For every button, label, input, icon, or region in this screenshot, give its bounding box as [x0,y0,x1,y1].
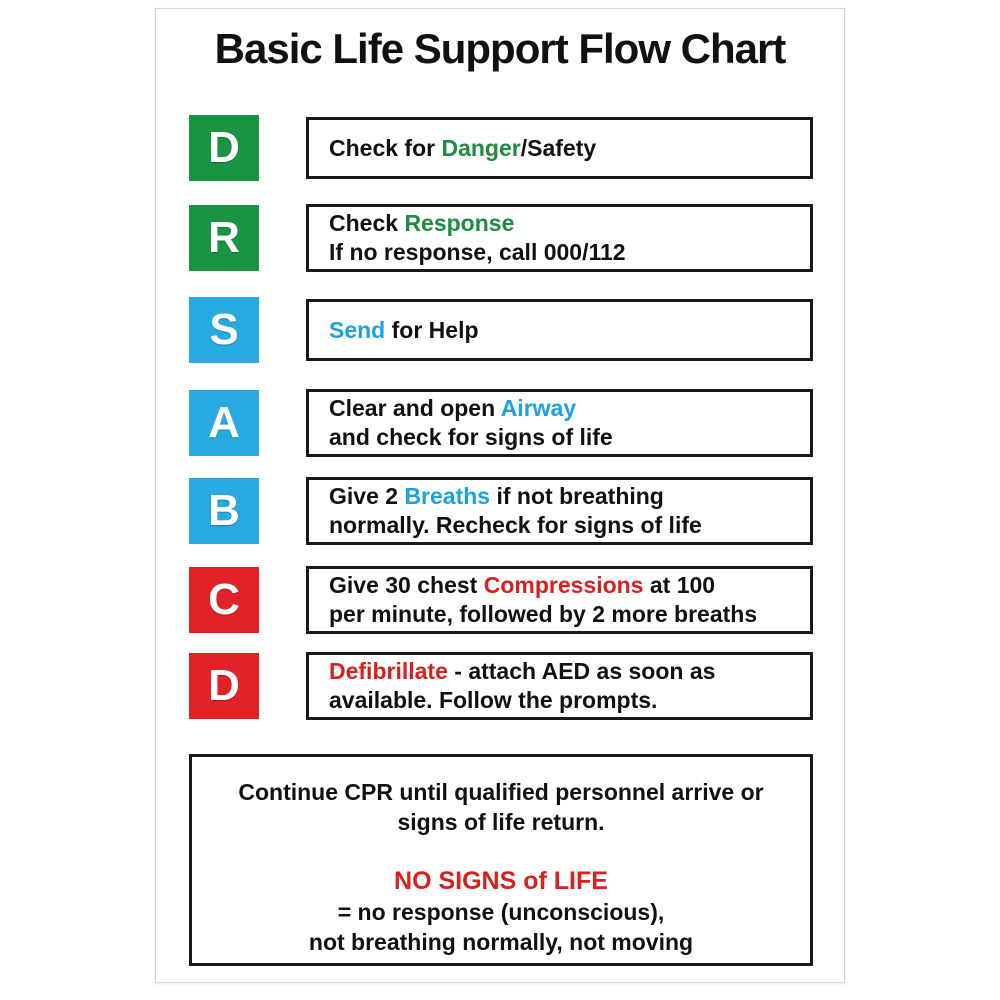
step-line: If no response, call 000/112 [329,238,800,267]
step-text-box-compressions: Give 30 chest Compressions at 100 per mi… [306,566,813,634]
step-text-segment: normally. Recheck for signs of life [329,512,702,538]
step-line: Check for Danger/Safety [329,134,800,163]
letter-badge-d1: D [189,115,259,181]
step-line: Check Response [329,209,800,238]
step-text-keyword: Breaths [404,483,491,509]
step-text-segment: at 100 [643,572,716,598]
step-text-segment: /Safety [520,134,597,161]
letter-badge-r: R [189,205,259,271]
step-text-box-danger: Check for Danger/Safety [306,117,813,179]
flow-row-breaths: B Give 2 Breaths if not breathing normal… [189,477,813,545]
step-text-segment: Check [329,210,405,236]
step-text-segment: available. Follow the prompts. [329,687,658,713]
footer-line-3: = no response (unconscious), [337,899,665,925]
step-text-segment: if not breathing [490,483,664,509]
footer-line-1: Continue CPR until qualified personnel a… [238,779,764,805]
step-line: Give 2 Breaths if not breathing [329,482,800,511]
step-line: per minute, followed by 2 more breaths [329,600,800,629]
step-line: Clear and open Airway [329,394,800,423]
step-line: Defibrillate - attach AED as soon as [329,657,800,686]
flow-row-response: R Check Response If no response, call 00… [189,204,813,272]
no-signs-of-life-heading: NO SIGNS of LIFE [394,867,608,895]
step-line: and check for signs of life [329,423,800,452]
step-text-box-airway: Clear and open Airway and check for sign… [306,389,813,457]
step-text-box-breaths: Give 2 Breaths if not breathing normally… [306,477,813,545]
step-text-box-response: Check Response If no response, call 000/… [306,204,813,272]
step-line: Give 30 chest Compressions at 100 [329,571,800,600]
step-text-keyword: Defibrillate [329,658,448,684]
step-text-segment: Give 2 [329,483,405,509]
flow-row-compressions: C Give 30 chest Compressions at 100 per … [189,566,813,634]
flow-row-send: S Send for Help [189,297,813,363]
step-text-segment: and check for signs of life [329,424,613,450]
step-text-keyword: Response [404,210,515,236]
flow-row-airway: A Clear and open Airway and check for si… [189,389,813,457]
step-text-segment: Check for [329,134,442,161]
step-text-keyword: Danger [441,134,521,161]
footer-instructions-box: Continue CPR until qualified personnel a… [189,754,813,966]
footer-line-2: signs of life return. [397,809,605,835]
step-text-segment: for Help [385,316,479,343]
step-text-keyword: Compressions [483,572,644,598]
step-line: available. Follow the prompts. [329,686,800,715]
step-text-segment: Give 30 chest [329,572,484,598]
letter-badge-s: S [189,297,259,363]
step-text-segment: per minute, followed by 2 more breaths [329,601,758,627]
bls-flow-chart-poster: Basic Life Support Flow Chart D Check fo… [155,8,845,983]
step-text-segment: - attach AED as soon as [447,658,716,684]
step-line: normally. Recheck for signs of life [329,511,800,540]
letter-badge-c: C [189,567,259,633]
step-text-segment: Clear and open [329,395,501,421]
footer-line-4: not breathing normally, not moving [308,929,694,955]
footer-spacer [192,837,810,865]
step-text-box-send: Send for Help [306,299,813,361]
page-title: Basic Life Support Flow Chart [214,25,787,72]
letter-badge-d2: D [189,653,259,719]
step-text-keyword: Send [329,316,386,343]
step-text-keyword: Airway [500,395,577,421]
step-text-segment: If no response, call 000/112 [329,239,626,265]
flow-row-danger: D Check for Danger/Safety [189,115,813,181]
flow-row-defibrillate: D Defibrillate - attach AED as soon as a… [189,652,813,720]
step-line: Send for Help [329,316,800,345]
step-text-box-defibrillate: Defibrillate - attach AED as soon as ava… [306,652,813,720]
letter-badge-b: B [189,478,259,544]
letter-badge-a: A [189,390,259,456]
